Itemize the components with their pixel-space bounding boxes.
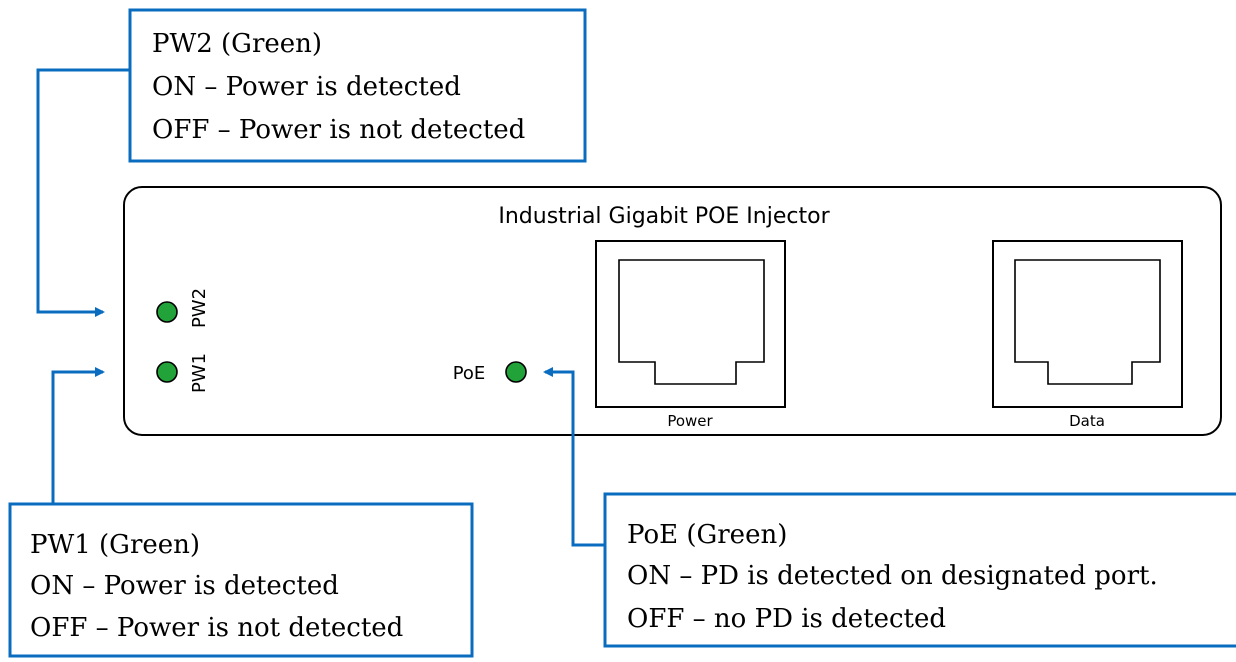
power-port-label: Power: [667, 412, 713, 430]
poe-led: [505, 361, 527, 383]
pw2-callout-off: OFF – Power is not detected: [152, 115, 525, 145]
power-port: Power: [595, 240, 786, 430]
pw1-callout-on: ON – Power is detected: [30, 571, 339, 601]
poe-leader-arrow: [543, 367, 605, 547]
poe-callout: PoE (Green) ON – PD is detected on desig…: [603, 492, 1236, 648]
pw1-callout: PW1 (Green) ON – Power is detected OFF –…: [8, 502, 474, 658]
pw1-leader-arrow: [51, 367, 105, 504]
pw2-led: [156, 301, 178, 323]
pw2-callout: PW2 (Green) ON – Power is detected OFF –…: [128, 8, 587, 163]
data-port-jack: [1014, 259, 1161, 385]
pw2-callout-title: PW2 (Green): [152, 29, 322, 59]
power-port-jack: [618, 259, 765, 385]
pw1-led-label: PW1: [189, 353, 210, 393]
pw1-callout-title: PW1 (Green): [30, 530, 200, 560]
pw1-led: [156, 361, 178, 383]
data-port: Data: [992, 240, 1183, 430]
poe-callout-on: ON – PD is detected on designated port.: [627, 561, 1158, 591]
pw2-callout-on: ON – Power is detected: [152, 72, 461, 102]
pw1-callout-off: OFF – Power is not detected: [30, 613, 403, 643]
poe-callout-title: PoE (Green): [627, 520, 787, 550]
poe-led-label: PoE: [453, 363, 486, 384]
poe-callout-off: OFF – no PD is detected: [627, 604, 946, 634]
pw2-leader-arrow: [36, 68, 130, 317]
device-title: Industrial Gigabit POE Injector: [498, 204, 830, 229]
data-port-label: Data: [1069, 412, 1105, 430]
pw2-led-label: PW2: [189, 288, 210, 328]
